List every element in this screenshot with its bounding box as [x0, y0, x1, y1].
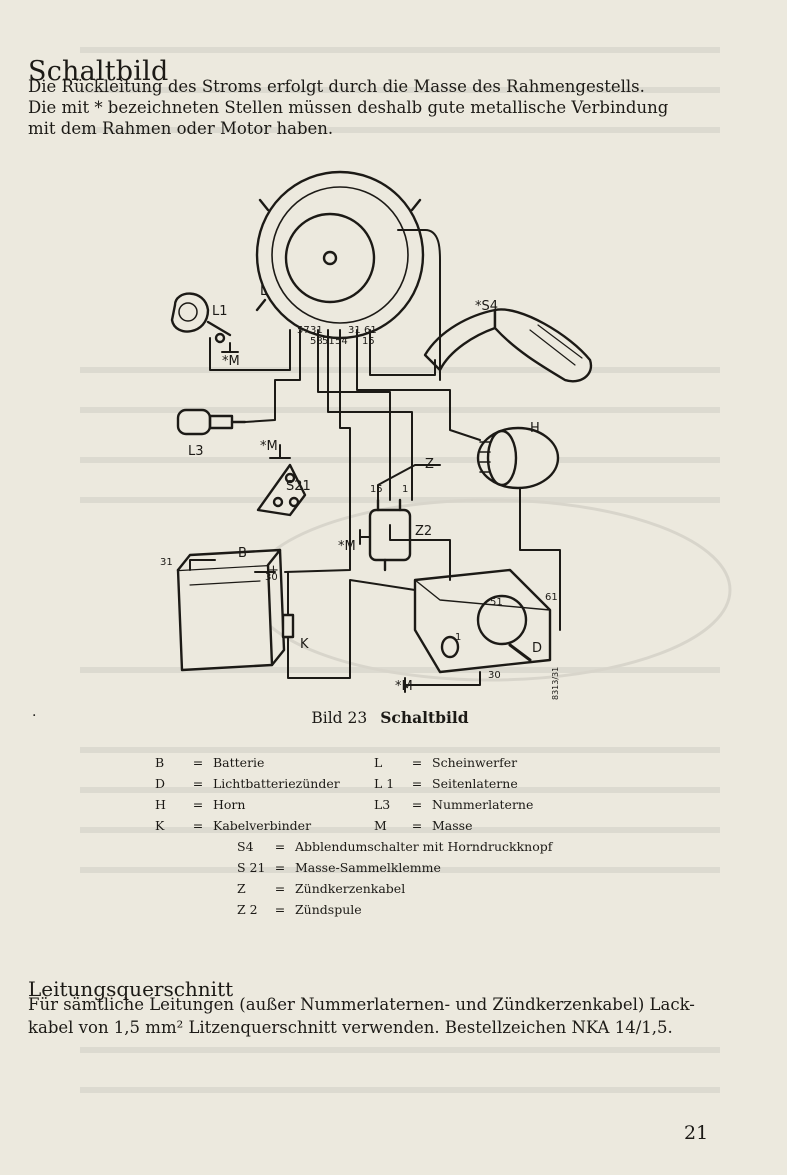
- terminal-57: 57: [297, 325, 310, 336]
- label-ignition-coil: Z2: [415, 524, 432, 539]
- label-spark-plug-cable: Z: [425, 457, 434, 472]
- label-battery-plus: +: [268, 563, 279, 578]
- label-ground-1: *M: [222, 354, 240, 369]
- legend-entry: Z 2=Zündspule: [237, 902, 362, 917]
- terminal-1b: 1: [455, 632, 461, 643]
- legend-entry: D=Lichtbatteriezünder: [155, 776, 340, 791]
- intro-paragraph: Die Rückleitung des Stroms erfolgt durch…: [28, 76, 728, 139]
- number-lamp: [176, 408, 247, 436]
- legend-entry: S 21=Masse-Sammelklemme: [237, 860, 441, 875]
- battery: [176, 548, 286, 672]
- caption-dot: ·: [32, 708, 37, 724]
- horn: [476, 426, 560, 490]
- legend-entry: L3=Nummerlaterne: [374, 797, 534, 812]
- terminal-31b: 31: [348, 325, 361, 336]
- terminal-31c: 31: [160, 557, 173, 568]
- legend-entry: L 1=Seitenlaterne: [374, 776, 518, 791]
- dimmer-switch: [423, 308, 593, 383]
- label-generator: D: [532, 641, 542, 656]
- page-heading: Schaltbild: [28, 56, 169, 88]
- intro-line-1: Die Rückleitung des Stroms erfolgt durch…: [28, 77, 645, 96]
- terminal-54: 54: [335, 336, 348, 347]
- legend-entry: S4=Abblendumschalter mit Horndruckknopf: [237, 839, 553, 854]
- intro-line-3: mit dem Rahmen oder Motor haben.: [28, 119, 334, 138]
- section-line-2: kabel von 1,5 mm² Litzenquerschnitt verw…: [28, 1018, 673, 1037]
- figure-caption: Bild 23 Schaltbild: [240, 708, 540, 727]
- label-ground-2: *M: [260, 439, 278, 454]
- legend-entry: K=Kabelverbinder: [155, 818, 312, 833]
- legend-entry: H=Horn: [155, 797, 246, 812]
- drawing-reference-number: 8313/31: [551, 667, 560, 700]
- terminal-15b: 15: [370, 484, 383, 495]
- label-cable-connector: K: [300, 637, 309, 652]
- figure-number: Bild 23: [311, 709, 368, 727]
- intro-line-2: Die mit * bezeichneten Stellen müssen de…: [28, 98, 669, 117]
- label-side-lamp: L1: [212, 304, 228, 319]
- terminal-31a: 31: [310, 325, 323, 336]
- label-headlamp: L: [260, 284, 268, 299]
- terminal-61: 61: [364, 325, 377, 336]
- terminal-51b: 51: [490, 597, 503, 608]
- figure-title: Schaltbild: [380, 708, 469, 727]
- wiring-diagram: L L1 L3 *S4 H *M *M *M *M S21 Z Z2 B K D…: [150, 160, 630, 705]
- terminal-61b: 61: [545, 592, 558, 603]
- terminal-15a: 15: [362, 336, 375, 347]
- legend-entry: Z=Zündkerzenkabel: [237, 881, 406, 896]
- ground-terminal-block: [256, 463, 307, 517]
- cable-connector: [281, 613, 295, 639]
- headlamp: [255, 170, 425, 340]
- ground-symbols: [221, 342, 416, 693]
- section-line-1: Für sämtliche Leitungen (außer Nummerlat…: [28, 995, 695, 1014]
- legend-entry: M=Masse: [374, 818, 473, 833]
- legend-column-1: B=Batterie D=Lichtbatteriezünder H=Horn …: [155, 752, 340, 836]
- section-paragraph: Für sämtliche Leitungen (außer Nummerlat…: [28, 993, 728, 1039]
- generator: [413, 568, 552, 674]
- terminal-30b: 30: [488, 670, 501, 681]
- section-heading: Leitungsquerschnitt: [28, 976, 234, 1001]
- page-number: 21: [684, 1122, 709, 1144]
- label-horn: H: [530, 421, 540, 436]
- wiring: [189, 229, 561, 686]
- label-ground-terminal: S21: [286, 479, 311, 494]
- terminal-1: 1: [402, 484, 408, 495]
- side-lamp: [170, 292, 232, 344]
- wiring-diagram-svg: L L1 L3 *S4 H *M *M *M *M S21 Z Z2 B K D…: [160, 170, 593, 700]
- terminal-51: 51: [322, 336, 335, 347]
- label-battery: B: [238, 546, 247, 561]
- legend-column-2: L=Scheinwerfer L 1=Seitenlaterne L3=Numm…: [374, 752, 533, 836]
- legend-entry: L=Scheinwerfer: [374, 755, 518, 770]
- terminal-30a: 30: [265, 572, 278, 583]
- legend-entry: B=Batterie: [155, 755, 265, 770]
- label-ground-3: *M: [338, 539, 356, 554]
- label-dimmer-switch: *S4: [475, 299, 498, 314]
- legend-column-3: S4=Abblendumschalter mit Horndruckknopf …: [237, 836, 552, 920]
- label-ground-4: *M: [395, 679, 413, 694]
- label-number-lamp: L3: [188, 444, 204, 459]
- terminal-58: 58: [310, 336, 323, 347]
